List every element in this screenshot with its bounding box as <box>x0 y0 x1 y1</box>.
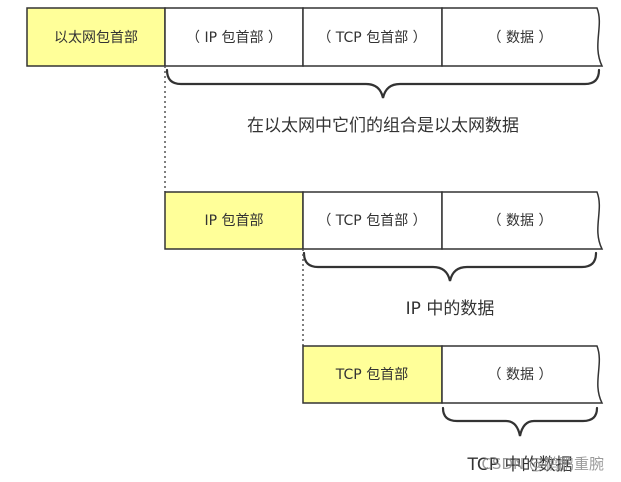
tcp-data-cell <box>441 345 604 404</box>
ethernet-header-label: 以太网包首部 <box>54 30 138 46</box>
ip-header-label: IP 包首部 <box>204 213 263 229</box>
ethernet-ip-header-label: （ IP 包首部 ） <box>186 30 282 46</box>
ethernet-header-cell <box>26 7 166 67</box>
ethernet-data-brace <box>165 68 601 99</box>
ethernet-ip-header-cell <box>164 7 304 67</box>
ethernet-tcp-header-cell <box>302 7 443 67</box>
ethernet-row: 以太网包首部 （ IP 包首部 ） （ TCP 包首部 ） （ 数据 ） <box>26 7 604 67</box>
ethernet-data-caption: 在以太网中它们的组合是以太网数据 <box>247 116 519 136</box>
ip-data-cell <box>441 191 604 250</box>
ip-data-label: （ 数据 ） <box>488 213 553 229</box>
tcp-header-label: TCP 包首部 <box>335 367 408 383</box>
ip-tcp-header-label: （ TCP 包首部 ） <box>317 213 426 229</box>
tcp-data-brace <box>441 406 599 437</box>
tcp-row: TCP 包首部 （ 数据 ） <box>302 345 604 404</box>
ip-tcp-header-cell <box>302 191 443 250</box>
ip-data-brace <box>302 251 598 282</box>
ip-header-cell <box>164 191 304 250</box>
ip-row: IP 包首部 （ TCP 包首部 ） （ 数据 ） <box>164 191 604 250</box>
ethernet-tcp-header-label: （ TCP 包首部 ） <box>317 30 426 46</box>
ethernet-data-label: （ 数据 ） <box>488 30 553 46</box>
tcp-data-caption: TCP 中的数据 <box>467 455 573 475</box>
ethernet-data-cell <box>441 7 604 67</box>
tcp-data-label: （ 数据 ） <box>488 367 553 383</box>
ip-data-caption: IP 中的数据 <box>406 299 495 319</box>
csdn-watermark: CSDN @鹏鹏重腕 <box>481 455 604 473</box>
tcp-header-cell <box>302 345 443 404</box>
